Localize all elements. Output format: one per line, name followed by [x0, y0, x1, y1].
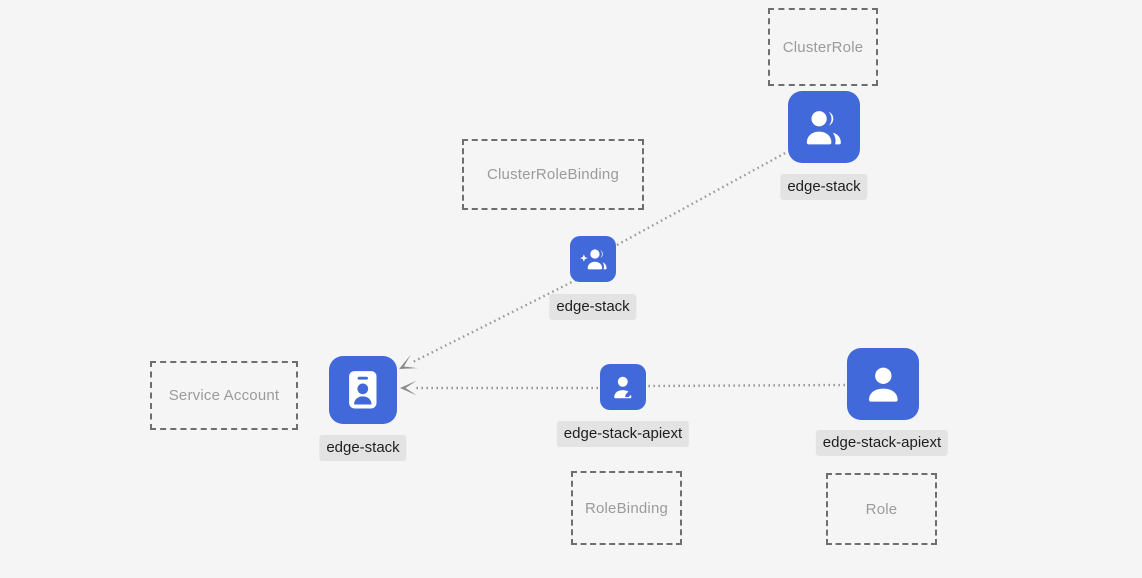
role-binding-node[interactable]: [600, 364, 646, 410]
role-node[interactable]: [847, 348, 919, 420]
person-icon: [861, 362, 906, 407]
node-label: edge-stack: [549, 294, 637, 320]
cluster-role-node[interactable]: [788, 91, 860, 163]
id-badge-icon: [339, 366, 387, 414]
node-label: edge-stack-apiext: [556, 421, 690, 447]
type-box-label: RoleBinding: [584, 499, 669, 517]
edge-arrowhead: [400, 380, 417, 396]
type-box-label: ClusterRole: [782, 38, 864, 56]
two-people-icon: [802, 105, 847, 150]
type-box-label: Service Account: [168, 387, 280, 404]
type-box-label: Role: [865, 500, 898, 518]
node-label: edge-stack-apiext: [815, 430, 949, 456]
person-add-icon: [579, 245, 608, 274]
edge-clusterrolebinding-to-serviceaccount: [399, 278, 577, 369]
cluster-role-binding-box: ClusterRoleBinding: [462, 139, 644, 210]
edge-line: [411, 278, 577, 364]
service-account-node[interactable]: [329, 356, 397, 424]
cluster-role-binding-node[interactable]: [570, 236, 616, 282]
edge-line: [647, 383, 846, 388]
edge-role-to-rolebinding: [647, 383, 846, 388]
role-binding-box: RoleBinding: [571, 471, 682, 545]
person-edit-icon: [609, 373, 638, 402]
service-account-box: Service Account: [150, 361, 298, 430]
node-label: edge-stack: [319, 435, 407, 461]
node-label: edge-stack: [780, 174, 868, 200]
role-box: Role: [826, 473, 937, 545]
type-box-label: ClusterRoleBinding: [486, 166, 619, 183]
cluster-role-box: ClusterRole: [768, 8, 878, 86]
edge-rolebinding-to-serviceaccount: [400, 380, 598, 396]
edge-arrowhead: [399, 354, 418, 369]
